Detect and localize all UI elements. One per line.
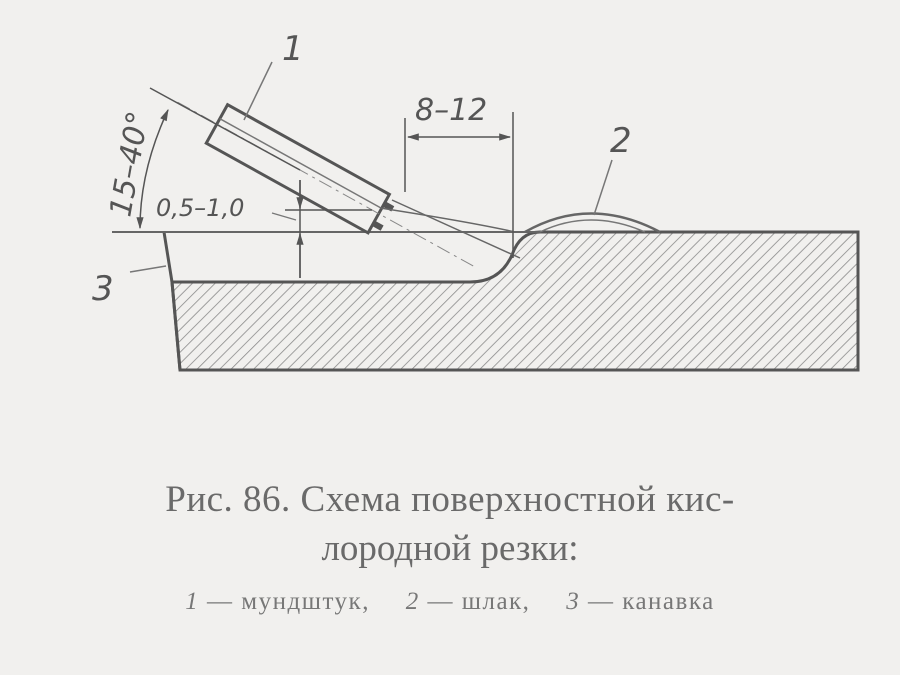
cutting-scheme-diagram: 1 2 3 8–12 0,5–1,0 15–40° [92, 29, 860, 372]
workpiece [162, 230, 860, 372]
caption-line-2: лородной резки: [321, 528, 579, 569]
legend-item-groove: 3 — канавка [566, 588, 715, 615]
legend-item-nozzle: 1 — мундштук, [185, 588, 370, 615]
legend-item-slag: 2 — шлак, [405, 588, 531, 615]
label-2: 2 [610, 121, 632, 161]
slag [524, 159, 661, 234]
label-distance: 8–12 [415, 93, 487, 128]
label-3: 3 [92, 269, 114, 309]
legend: 1 — мундштук, 2 — шлак, 3 — канавка [0, 588, 900, 616]
label-1: 1 [282, 29, 304, 69]
label-gap: 0,5–1,0 [156, 194, 244, 222]
caption-line-1: Рис. 86. Схема поверхностной кис- [165, 479, 735, 520]
